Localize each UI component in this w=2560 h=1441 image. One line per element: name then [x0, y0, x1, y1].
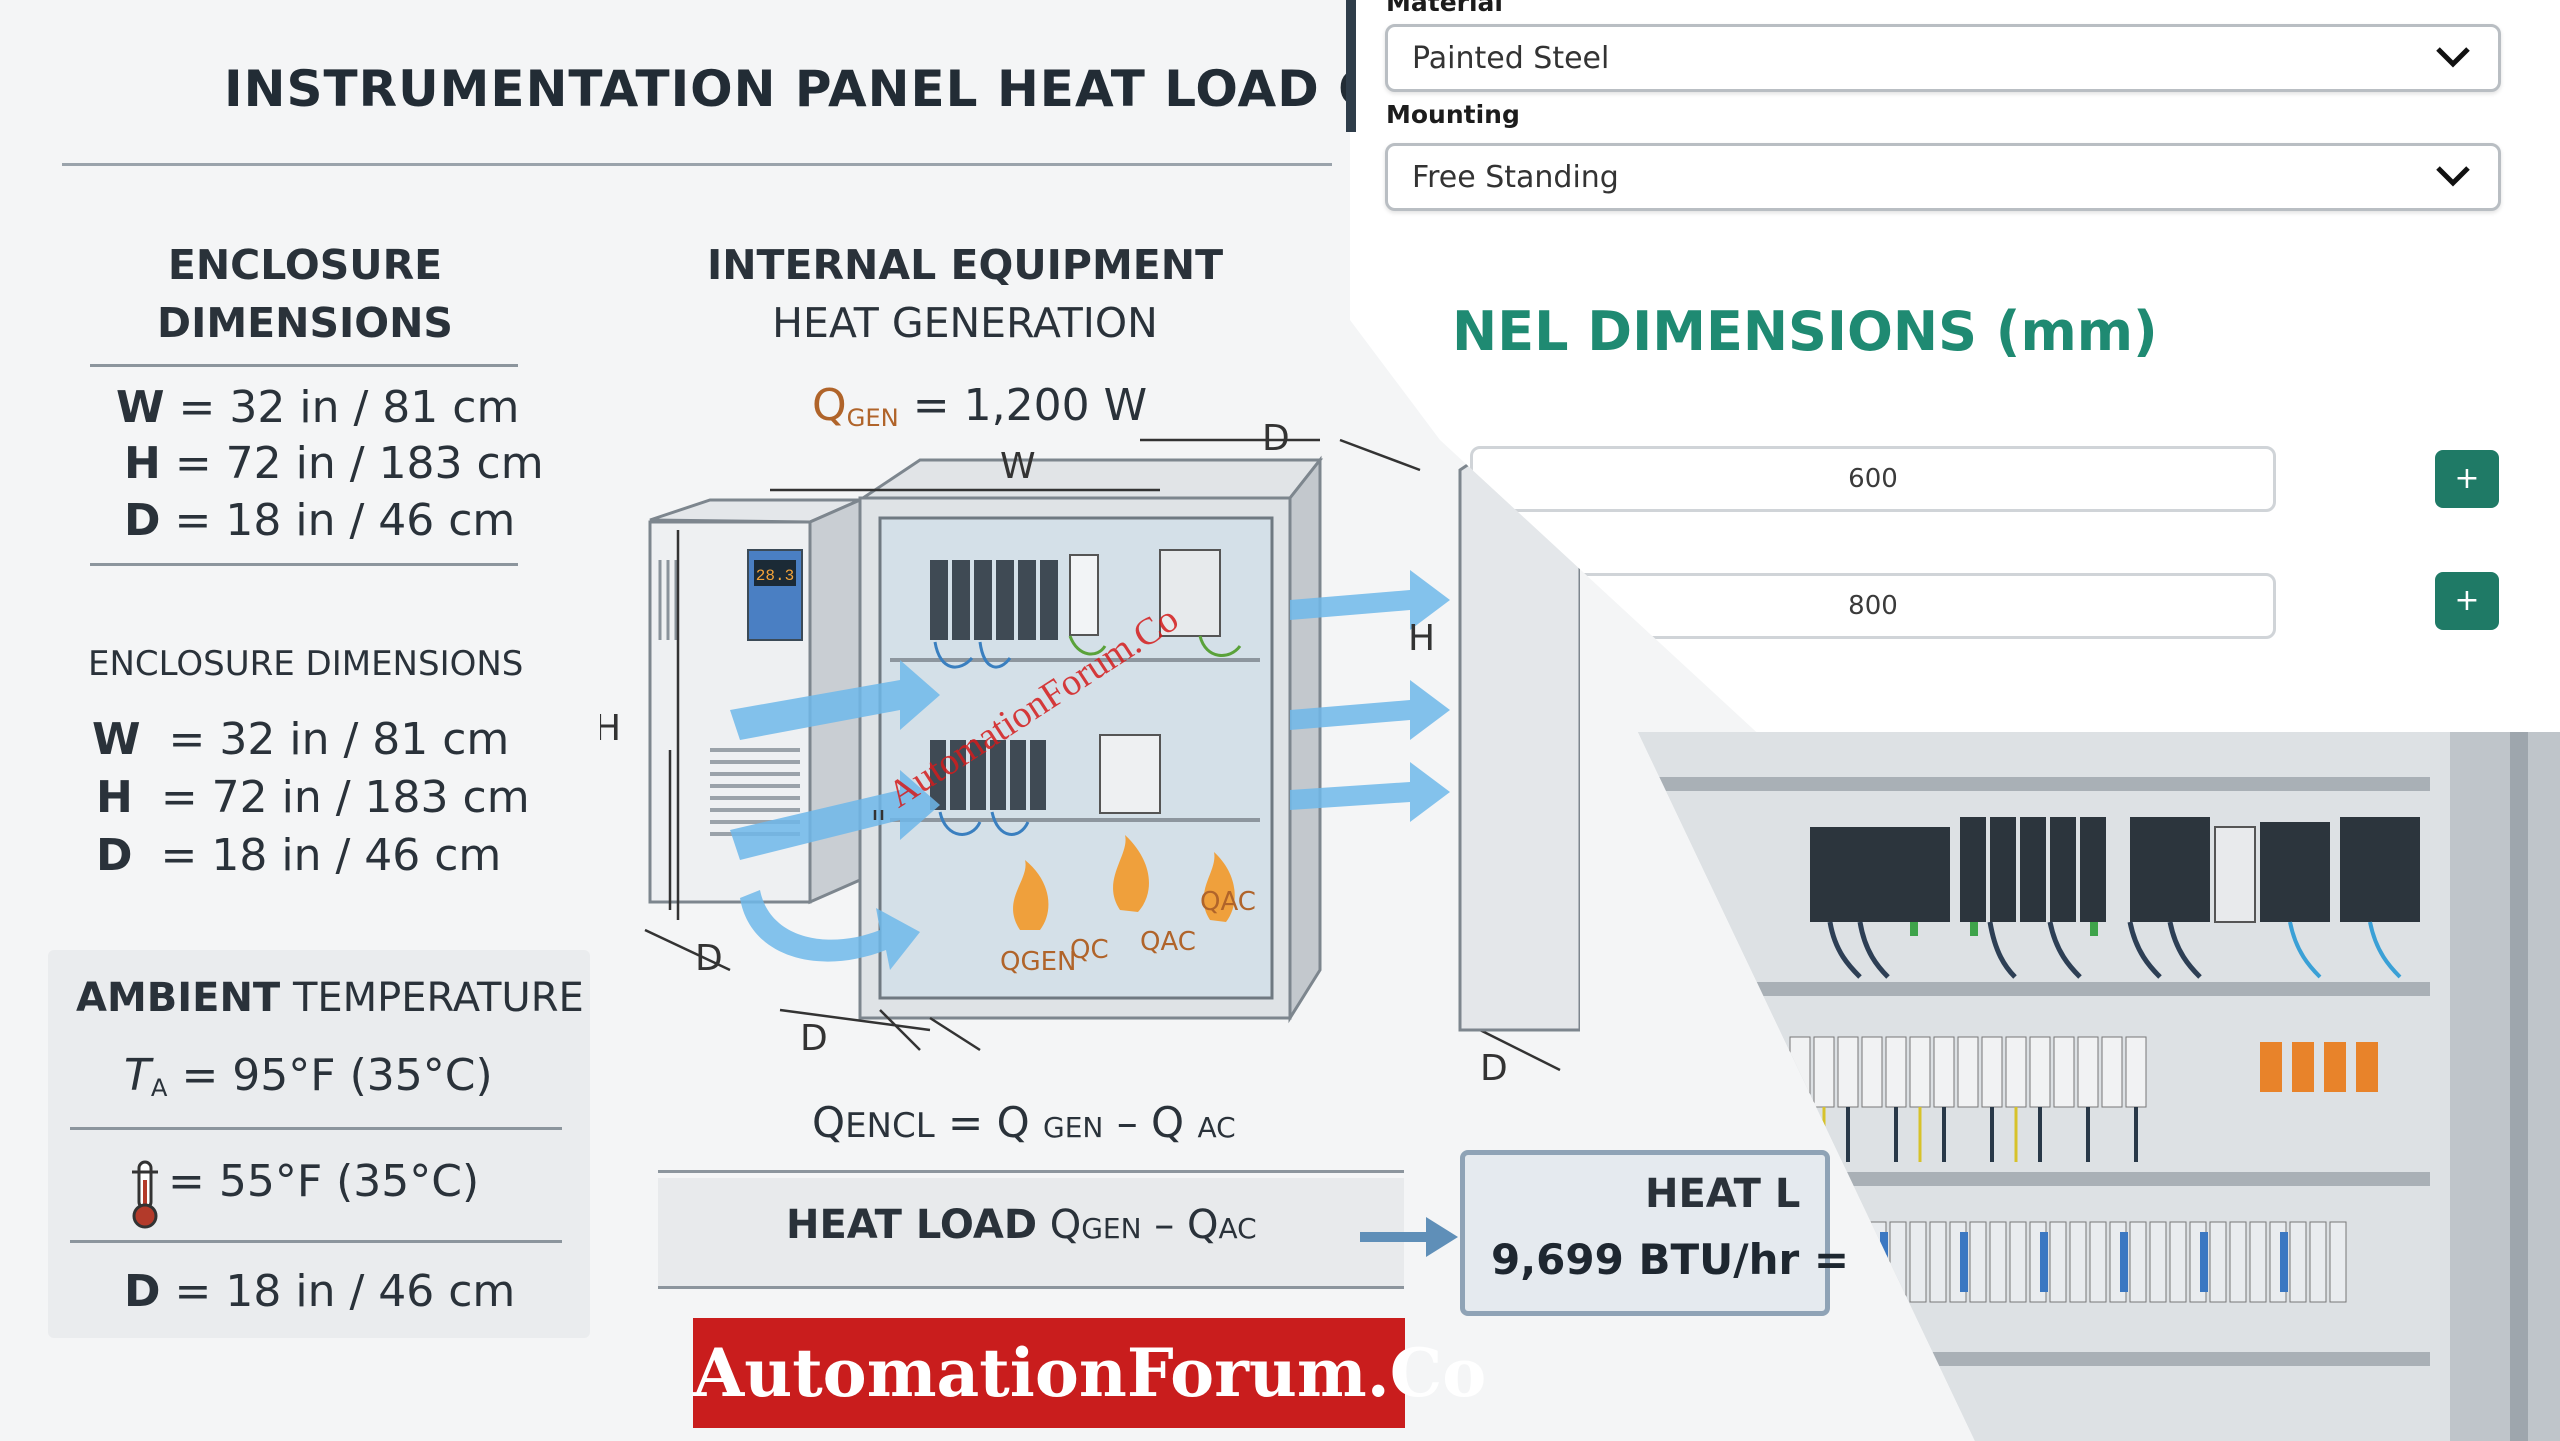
enclosure-depth: D = 18 in / 46 cm: [124, 495, 516, 546]
enclosure-heading-2: ENCLOSURE DIMENSIONS: [88, 644, 524, 684]
display-text: 28.3: [756, 567, 794, 585]
dim-depth-left-label: D: [695, 938, 723, 979]
brand-banner: AutomationForum.Co: [693, 1318, 1486, 1428]
result-value: 9,699 BTU/hr =: [1491, 1235, 1850, 1284]
arrow-right-icon: [1360, 1217, 1458, 1257]
dim-width-label: W: [1000, 446, 1036, 487]
mounting-label: Mounting: [1386, 100, 1520, 129]
chevron-down-icon: [2436, 166, 2470, 187]
inside-temperature: = 55°F (35°C): [168, 1156, 480, 1207]
mounting-select[interactable]: Free Standing: [1385, 143, 2501, 211]
result-heading: HEAT L: [1645, 1171, 1801, 1217]
dim-depth-top-label: D: [1262, 418, 1290, 459]
enclosure-depth-2: D = 18 in / 46 cm: [96, 830, 502, 881]
dimension-input-1[interactable]: 600: [1470, 446, 2276, 512]
section-title: NEL DIMENSIONS (mm): [1452, 300, 2158, 363]
dim-height-right-label: H: [1408, 618, 1435, 659]
heat-label-qgen: QGEN: [1000, 947, 1077, 977]
material-label: Material: [1386, 0, 1503, 17]
divider: [90, 364, 518, 367]
title-divider: [62, 163, 1332, 166]
ambient-temperature: TA = 95°F (35°C): [124, 1050, 493, 1103]
enclosure-heading-1: ENCLOSURE DIMENSIONS: [157, 241, 453, 347]
heat-label-qac-1: QAC: [1140, 927, 1196, 957]
enclosure-height-2: H = 72 in / 183 cm: [96, 772, 530, 823]
dim-depth-bottom-label: D: [800, 1018, 828, 1059]
page-title: INSTRUMENTATION PANEL HEAT LOAD C: [224, 60, 1376, 118]
internal-heading: INTERNAL EQUIPMENT HEAT GENERATION: [706, 241, 1224, 347]
enclosure-width-2: W = 32 in / 81 cm: [92, 714, 510, 765]
dim-depth-right-label: D: [1480, 1048, 1508, 1089]
app-side-bar: [1346, 0, 1356, 132]
heat-load-result: HEAT L 9,699 BTU/hr =: [1460, 1150, 1849, 1316]
divider: [70, 1127, 562, 1130]
ambient-heading: AMBIENT TEMPERATURE: [76, 975, 584, 1021]
heat-label-qc: QC: [1070, 935, 1109, 965]
enclosure-width: W = 32 in / 81 cm: [116, 382, 520, 433]
divider: [90, 563, 518, 566]
increment-button-1[interactable]: +: [2435, 450, 2499, 508]
q-gen-value: QGEN = 1,200 W: [812, 380, 1148, 433]
dimension-input-2[interactable]: 800: [1470, 573, 2276, 639]
ambient-depth: D = 18 in / 46 cm: [124, 1266, 516, 1317]
divider: [658, 1170, 1404, 1173]
heat-load-formula: HEAT LOAD QGEN – QAC: [786, 1202, 1257, 1248]
ambient-card: [48, 950, 590, 1338]
heat-label-qac-2: QAC: [1200, 887, 1256, 917]
formula-q-encl: QENCL = Q GEN – Q AC: [812, 1098, 1236, 1147]
chevron-down-icon: [2436, 47, 2470, 68]
material-select[interactable]: Painted Steel: [1385, 24, 2501, 92]
divider: [70, 1240, 562, 1243]
increment-button-2[interactable]: +: [2435, 572, 2499, 630]
dim-height-left-label: H: [600, 708, 621, 749]
enclosure-diagram: 28.3 QGEN QC QAC QAC: [600, 418, 1580, 1089]
control-panel-photo: [1430, 732, 2560, 1441]
enclosure-height: H = 72 in / 183 cm: [124, 438, 544, 489]
thermometer-icon: [132, 1160, 158, 1229]
heat-load-row: HEAT LOAD QGEN – QAC: [658, 1178, 1404, 1289]
